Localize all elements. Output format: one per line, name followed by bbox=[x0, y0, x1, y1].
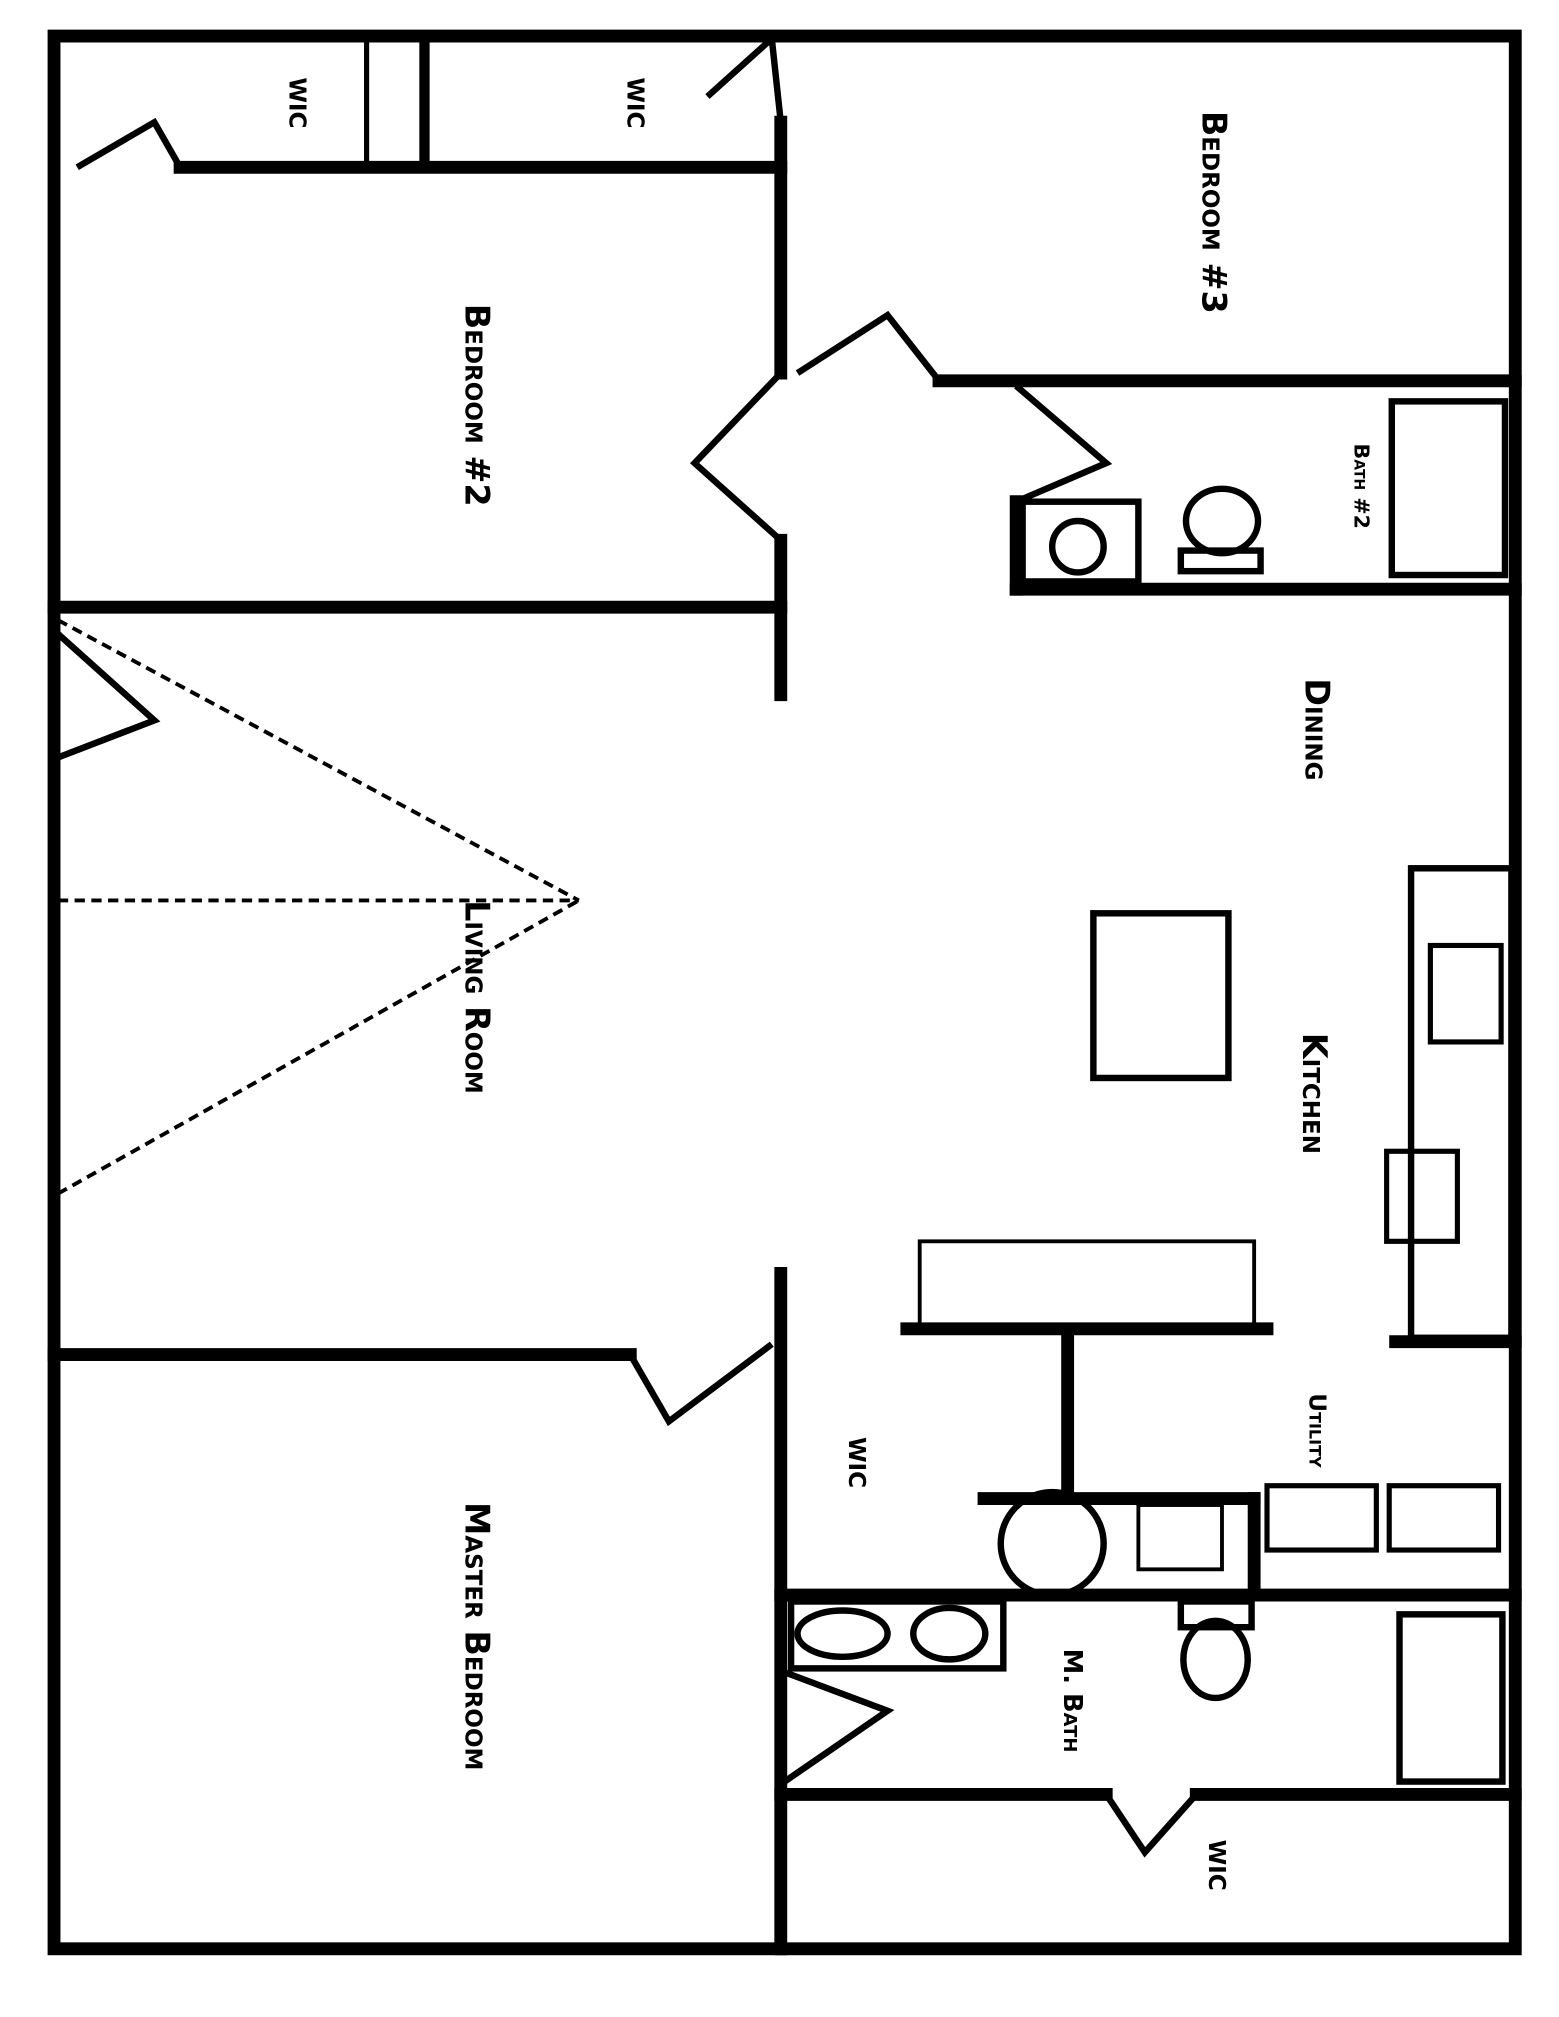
label-wic-4: WIC bbox=[1203, 1840, 1229, 1891]
door-swing-bath2 bbox=[1014, 383, 1113, 505]
label-wic-3: WIC bbox=[843, 1437, 869, 1488]
label-utility: Utility bbox=[1303, 1393, 1329, 1468]
pantry-shelves bbox=[917, 1239, 1257, 1327]
door-swing-bed2 bbox=[689, 370, 784, 543]
bath2-tub bbox=[1388, 398, 1509, 579]
mbath-toilet-icon bbox=[1180, 1617, 1251, 1702]
door-swing-bed3 bbox=[795, 310, 942, 383]
range-icon bbox=[1384, 1148, 1460, 1244]
washer-icon bbox=[1386, 1483, 1502, 1553]
labels: Bedroom #3 Bedroom #2 Dining Living Room… bbox=[283, 77, 1373, 1890]
kitchen-counter bbox=[1407, 865, 1515, 1342]
door-swing-wic-2 bbox=[705, 32, 784, 123]
kitchen-island bbox=[1090, 910, 1232, 1082]
mbath-sink-1 bbox=[794, 1607, 891, 1661]
vault-lines bbox=[56, 618, 580, 1196]
door-swing-master bbox=[627, 1341, 774, 1427]
label-dining: Dining bbox=[1298, 678, 1337, 780]
mbath-sink-2 bbox=[910, 1604, 989, 1663]
label-kitchen: Kitchen bbox=[1295, 1033, 1334, 1154]
label-wic-1: WIC bbox=[283, 77, 309, 128]
fixtures bbox=[787, 398, 1515, 1785]
door-swing-wic bbox=[75, 117, 183, 171]
door-swing-wic-3 bbox=[1103, 1792, 1199, 1858]
furnace-icon bbox=[1136, 1503, 1224, 1572]
walls bbox=[47, 29, 1522, 1956]
door-swing-mbath bbox=[782, 1669, 895, 1785]
label-living-room: Living Room bbox=[458, 900, 497, 1094]
doors bbox=[51, 32, 1199, 1858]
water-heater-icon bbox=[997, 1488, 1107, 1599]
bath2-toilet-icon bbox=[1182, 485, 1262, 557]
label-bath2: Bath #2 bbox=[1349, 444, 1373, 529]
sink-icon bbox=[1427, 942, 1504, 1045]
label-master-bedroom: Master Bedroom bbox=[458, 1502, 497, 1770]
door-swing-entry bbox=[51, 627, 161, 762]
label-bedroom3: Bedroom #3 bbox=[1195, 111, 1234, 314]
mbath-vanity bbox=[787, 1598, 1007, 1672]
mbath-tub bbox=[1396, 1611, 1506, 1785]
bath2-toilet-tank bbox=[1177, 547, 1264, 575]
label-m-bath: M. Bath bbox=[1057, 1649, 1087, 1753]
bath2-vanity bbox=[1019, 498, 1142, 585]
bath2-sink-icon bbox=[1048, 517, 1107, 576]
dryer-icon bbox=[1264, 1483, 1379, 1553]
mbath-toilet-tank bbox=[1177, 1598, 1255, 1631]
label-bedroom2: Bedroom #2 bbox=[458, 304, 497, 507]
label-wic-2: WIC bbox=[622, 77, 648, 128]
